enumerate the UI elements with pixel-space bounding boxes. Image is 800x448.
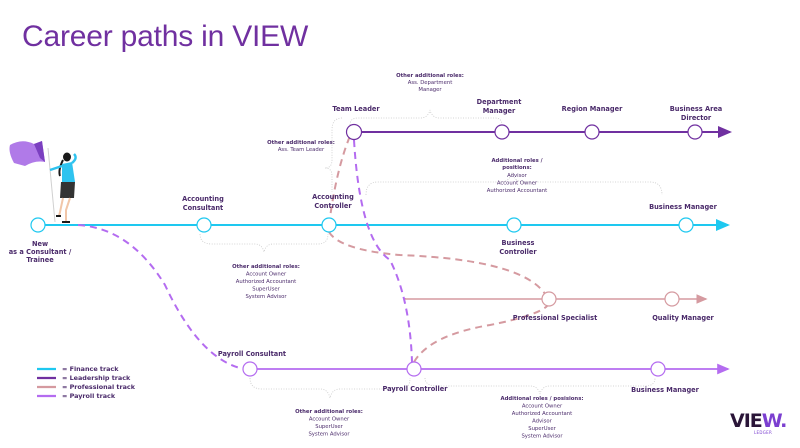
transition-teamleader-to-payroll (353, 139, 413, 363)
logo-subtitle: LEDGER (754, 430, 773, 435)
label-professional-specialist: Professional Specialist (513, 314, 597, 322)
transition-trainee-to-payroll (77, 224, 245, 370)
node-department-manager (494, 124, 510, 140)
label-payroll-consultant: Payroll Consultant (218, 350, 286, 358)
label-payroll-controller: Payroll Controller (382, 385, 448, 393)
node-finance-business-manager (678, 217, 694, 233)
legend-label-professional: = Professional track (62, 383, 136, 391)
label-quality-manager: Quality Manager (652, 314, 714, 322)
label-team-leader: Team Leader (332, 105, 380, 113)
note-team-leader: Other additional roles:Ass. Team Leader (267, 140, 335, 153)
brace-business-controller (365, 171, 663, 196)
brace-payroll-controller (424, 377, 656, 395)
brace-accounting (199, 233, 329, 253)
person-with-flag-illustration (9, 141, 77, 223)
logo-text-main: VIE (730, 410, 763, 432)
label-region-manager: Region Manager (562, 105, 623, 113)
node-payroll-business-manager (650, 361, 666, 377)
node-business-controller (506, 217, 522, 233)
node-accounting-consultant (196, 217, 212, 233)
node-payroll-controller (406, 361, 422, 377)
node-region-manager (584, 124, 600, 140)
logo-text-accent: W. (761, 410, 788, 432)
label-payroll-business-manager: Business Manager (631, 386, 700, 394)
brace-payroll-consultant (249, 377, 411, 399)
node-accounting-controller (321, 217, 337, 233)
page-title: Career paths in VIEW (22, 20, 309, 53)
brace-department-manager (349, 109, 503, 126)
transition-payroll-to-specialist (413, 304, 549, 363)
legend-label-payroll: = Payroll track (62, 392, 116, 400)
note-payroll-controller: Additional roles / posisions:Account Own… (501, 396, 584, 440)
legend-label-finance: = Finance track (62, 365, 119, 373)
node-quality-manager (664, 291, 680, 307)
node-payroll-consultant (242, 361, 258, 377)
transition-controller-to-teamleader (328, 135, 351, 226)
node-new-trainee (30, 217, 46, 233)
view-ledger-logo: VIEW. (730, 410, 788, 432)
legend: = Finance track = Leadership track = Pro… (37, 365, 136, 400)
node-team-leader (345, 123, 363, 141)
node-professional-specialist (541, 291, 557, 307)
brace-team-leader (324, 117, 343, 192)
label-finance-business-manager: Business Manager (649, 203, 718, 211)
legend-label-leadership: = Leadership track (62, 374, 131, 382)
node-business-area-director (687, 124, 703, 140)
